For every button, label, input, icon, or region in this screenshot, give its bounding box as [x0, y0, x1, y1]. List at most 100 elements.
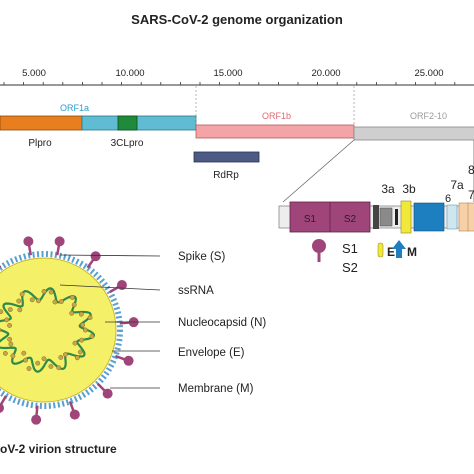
nucleocapsid-bead	[2, 350, 8, 356]
tick-label-20000: 20.000	[311, 68, 340, 79]
rdrp-segment	[193, 151, 260, 163]
orf1b-segment	[195, 124, 355, 139]
spike-head	[31, 414, 42, 425]
tick-label-25000: 25.000	[414, 68, 443, 79]
nucleocapsid-bead	[79, 337, 85, 343]
membrane-layer	[0, 251, 123, 409]
7-gene-label: 7	[468, 188, 474, 202]
nucleocapsid-bead	[78, 311, 84, 317]
3a-gene-dark	[373, 205, 379, 229]
spike-proteins	[0, 236, 139, 425]
nucleocapsid-bead	[7, 336, 13, 342]
nucleocapsid-bead	[19, 291, 25, 297]
structural-genes: S1 S2 3a 3b 6 7a 7 8	[278, 163, 474, 234]
envelope-label: Envelope (E)	[178, 347, 245, 359]
nucleocapsid-bead	[10, 353, 16, 359]
nucleocapsid-bead	[52, 299, 58, 305]
nucleocapsid-bead	[48, 364, 54, 369]
nucleocapsid-bead	[58, 299, 64, 304]
tick-label-15000: 15.000	[213, 68, 242, 79]
figure-title: SARS-CoV-2 genome organization	[131, 12, 343, 27]
orf2-10-segment	[353, 126, 474, 141]
spike-head	[69, 409, 80, 420]
e-protein-label: E	[387, 245, 395, 259]
nucleocapsid-bead	[41, 356, 47, 362]
s1-gene-label: S1	[304, 214, 317, 225]
nucleocapsid-bead	[16, 298, 22, 304]
zoom-line-left	[282, 139, 355, 203]
nucleocapsid-bead	[26, 366, 32, 371]
orf2-10-label: ORF2-10	[410, 111, 447, 121]
protein-icons: S1 S2 E M	[312, 239, 417, 275]
nucleocapsid-bead	[7, 323, 12, 328]
spike-stalk	[68, 400, 75, 412]
6-gene-label: 6	[445, 193, 451, 205]
nucleocapsid-bead	[48, 289, 54, 295]
8-gene-label: 8	[468, 163, 474, 177]
nucleocapsid-bead	[72, 340, 78, 346]
nucleocapsid-bead	[87, 315, 93, 320]
nucleocapsid-bead	[41, 289, 47, 294]
nucleocapsid-bead	[62, 352, 68, 357]
virion-core	[0, 257, 117, 403]
rdrp-label: RdRp	[213, 170, 239, 181]
nucleocapsid-bead	[7, 307, 13, 312]
spike-head	[102, 388, 113, 399]
spike-label: Spike (S)	[178, 251, 225, 263]
s2-gene-label: S2	[344, 214, 357, 225]
nucleocapsid-bead	[17, 307, 23, 313]
nucleocapsid-bead	[35, 360, 41, 366]
nucleocapsid-bead	[58, 355, 64, 360]
rna-coil	[0, 287, 96, 373]
orf1a-label: ORF1a	[60, 103, 89, 113]
spike-stalk	[96, 382, 106, 392]
s2-protein-label: S2	[342, 260, 358, 275]
genome-ruler: 5.000 10.000 15.000 20.000 25.000	[0, 68, 474, 86]
spike-stalk	[114, 354, 126, 361]
nucleocapsid-bead	[69, 295, 75, 300]
plpro-segment	[0, 115, 83, 131]
spike-protein-icon	[312, 239, 326, 253]
ruler-ticks	[3, 82, 456, 85]
spike-head	[116, 280, 127, 290]
spike-head	[90, 251, 101, 262]
nucleocapsid-bead	[89, 333, 95, 339]
nucleocapsid-bead	[0, 327, 2, 333]
3a-gene-label: 3a	[381, 182, 395, 196]
nucleocapsid-bead	[29, 297, 35, 303]
spike-head	[0, 403, 4, 413]
envelope-protein-icon	[377, 242, 384, 258]
spike-head	[54, 236, 65, 247]
3clpro-label: 3CLpro	[111, 138, 144, 149]
spike-callout-line	[59, 254, 161, 257]
virion-caption: oV-2 virion structure	[0, 442, 117, 456]
spike-stalk	[35, 405, 39, 416]
3b-gene-box	[395, 209, 398, 225]
nucleocapsid-bead	[80, 322, 86, 328]
spike-stalk	[27, 245, 33, 256]
virion-diagram	[0, 236, 139, 425]
7a-gene-label: 7a	[450, 178, 464, 192]
spike-stalk	[86, 258, 95, 269]
ssrna-callout-line	[59, 284, 161, 291]
spike-stalk	[55, 245, 61, 256]
tick-label-5000: 5.000	[22, 68, 46, 79]
3b-gene-label: 3b	[402, 182, 416, 196]
nucleocapsid-label: Nucleocapsid (N)	[178, 317, 266, 329]
nucleocapsid-bead	[8, 341, 14, 347]
nucleocapsid-bead	[77, 349, 83, 355]
m-protein-label: M	[407, 245, 417, 259]
plpro-label: Plpro	[28, 138, 52, 149]
nucleocapsid-bead	[71, 302, 77, 308]
orf1a-segment	[81, 115, 197, 131]
tick-label-10000: 10.000	[115, 68, 144, 79]
s1-protein-label: S1	[342, 241, 358, 256]
envelope-gene-box	[400, 200, 412, 234]
nucleocapsid-bead	[69, 310, 75, 316]
orf1b-label: ORF1b	[262, 111, 291, 121]
nucleocapsid-bead	[36, 298, 41, 304]
spike-stalk	[0, 395, 8, 406]
spike-head	[23, 236, 34, 247]
spike-head	[123, 355, 134, 366]
